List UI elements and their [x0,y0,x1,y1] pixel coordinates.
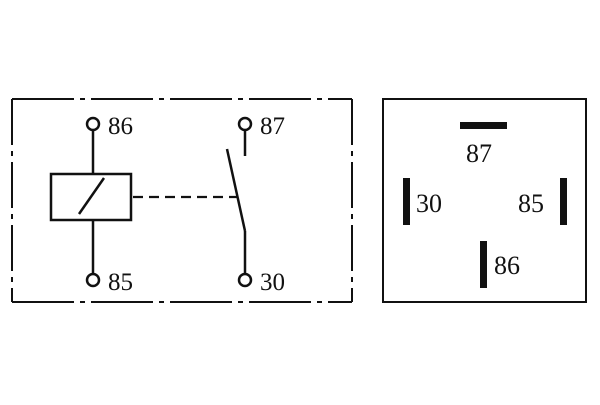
switch-branch [225,116,253,288]
pin-layout-border [382,98,587,303]
schematic-panel [11,98,353,303]
terminal-86-circle [85,116,101,132]
switch-top-label: 87 [260,113,285,140]
coil-bottom-label: 85 [108,269,133,296]
pin-blade-top [460,122,507,129]
terminal-87-circle [237,116,253,132]
pin-right-label: 85 [518,189,544,218]
pin-layout-panel [382,98,587,303]
switch-arm [225,148,247,232]
coil-branch [49,116,133,288]
pin-left-label: 30 [416,189,442,218]
terminal-85-circle [85,272,101,288]
pin-blade-bottom [480,241,487,288]
pin-top-label: 87 [466,139,492,168]
pin-blade-right [560,178,567,225]
coil-top-label: 86 [108,113,133,140]
switch-bottom-label: 30 [260,269,285,296]
pin-blade-left [403,178,410,225]
terminal-30-circle [237,272,253,288]
pin-bottom-label: 86 [494,251,520,280]
coil-slash [77,177,106,215]
